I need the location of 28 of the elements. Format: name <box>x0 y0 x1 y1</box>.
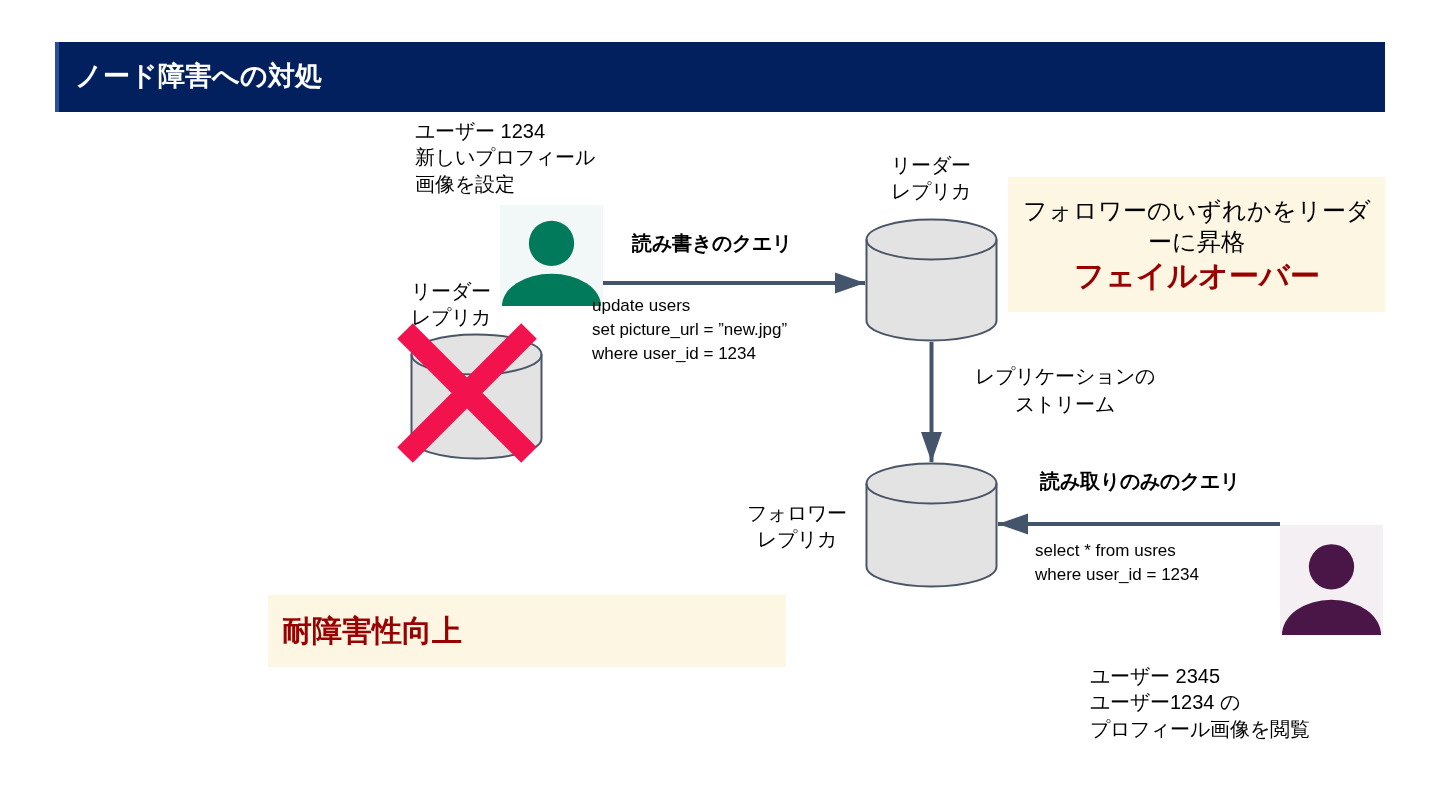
person-icon <box>1280 525 1383 635</box>
edge-label: 読み書きのクエリ <box>632 231 793 256</box>
edge-label: レプリケーションのストリーム <box>974 364 1156 417</box>
node-caption: ユーザー 2345 <box>1090 664 1222 689</box>
query-text: set picture_url = ”new.jpg” <box>592 320 788 341</box>
node-caption: ユーザー 1234 <box>415 119 547 144</box>
database-cylinder <box>865 462 998 588</box>
node-caption: フォロワーレプリカ <box>746 501 848 553</box>
query-text: update users <box>592 296 691 317</box>
arrow <box>603 272 865 294</box>
node-caption: リーダーレプリカ <box>410 279 492 331</box>
note-text: フォロワーのいずれかをリーダーに昇格 <box>1022 195 1371 257</box>
arrow <box>921 342 942 462</box>
arrow <box>998 513 1280 535</box>
note-box <box>1008 177 1385 312</box>
edge-label: 読み取りのみのクエリ <box>1040 469 1241 494</box>
query-text: select * from usres <box>1035 541 1176 562</box>
node-caption: 新しいプロフィール画像を設定 <box>415 145 596 197</box>
query-text: where user_id = 1234 <box>1035 565 1199 586</box>
database-cylinder <box>865 218 998 342</box>
title: ノード障害への対処 <box>75 60 322 93</box>
highlight-text: 耐障害性向上 <box>282 613 462 650</box>
node-caption: リーダーレプリカ <box>890 153 972 205</box>
query-text: where user_id = 1234 <box>592 344 756 365</box>
node-caption: プロフィール画像を閲覧 <box>1090 716 1311 742</box>
highlight-text: フェイルオーバー <box>1073 257 1320 294</box>
node-caption: ユーザー1234 の <box>1090 690 1242 716</box>
note-box <box>268 595 786 667</box>
